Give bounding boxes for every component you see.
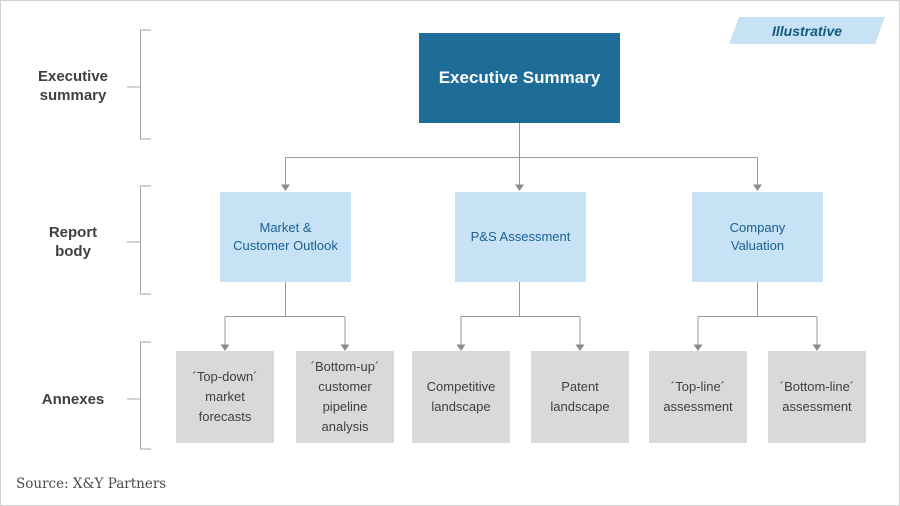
bracket-executive-summary <box>127 29 151 140</box>
illustrative-tag: Illustrative <box>729 17 885 44</box>
report-body-box-label: P&S Assessment <box>470 229 571 244</box>
connector-market-to-annexes <box>224 282 346 345</box>
annex-box-bottom-up-customer-pipeline-analysis: ´Bottom-up´ customer pipeline analysis <box>296 351 394 443</box>
report-body-box-market-customer-outlook: Market & Customer Outlook <box>220 192 351 282</box>
executive-summary-box: Executive Summary <box>419 33 620 123</box>
illustrative-tag-label: Illustrative <box>771 22 843 39</box>
annex-box-competitive-landscape: Competitive landscape <box>412 351 510 443</box>
report-body-box-company-valuation: Company Valuation <box>692 192 823 282</box>
section-label-report-body: Report body <box>48 224 98 260</box>
arrowhead <box>693 344 703 351</box>
connector-root-to-body <box>285 123 758 185</box>
section-label-annexes: Annexes <box>41 391 105 408</box>
arrowhead <box>753 184 762 191</box>
arrowhead <box>281 184 290 191</box>
annex-box-label: ´Top-down´ market forecasts <box>192 369 258 424</box>
arrowhead <box>515 184 524 191</box>
arrowhead <box>575 344 585 351</box>
source-note: Source: X&Y Partners <box>16 476 167 492</box>
annex-box-label: ´Bottom-line´ assessment <box>779 379 855 414</box>
arrowhead <box>340 344 350 351</box>
connector-ps-to-annexes <box>460 282 581 345</box>
arrowhead <box>812 344 822 351</box>
bracket-annexes <box>127 341 151 450</box>
connector-valuation-to-annexes <box>697 282 818 345</box>
annex-box-top-line-assessment: ´Top-line´ assessment <box>649 351 747 443</box>
report-body-box-ps-assessment: P&S Assessment <box>455 192 586 282</box>
executive-summary-box-label: Executive Summary <box>438 68 601 87</box>
arrowhead <box>456 344 466 351</box>
annex-box-patent-landscape: Patent landscape <box>531 351 629 443</box>
annex-box-label: ´Top-line´ assessment <box>663 379 733 414</box>
section-label-executive-summary: Executive summary <box>37 68 109 104</box>
bracket-report-body <box>127 185 151 295</box>
report-body-box-label: Market & Customer Outlook <box>233 220 338 253</box>
annex-box-label: Patent landscape <box>550 379 610 414</box>
arrowhead <box>220 344 230 351</box>
report-body-box-label: Company Valuation <box>729 220 786 253</box>
annex-box-bottom-line-assessment: ´Bottom-line´ assessment <box>768 351 866 443</box>
annex-box-label: Competitive landscape <box>426 379 496 414</box>
annex-box-label: ´Bottom-up´ customer pipeline analysis <box>310 359 380 434</box>
annex-box-top-down-market-forecasts: ´Top-down´ market forecasts <box>176 351 274 443</box>
